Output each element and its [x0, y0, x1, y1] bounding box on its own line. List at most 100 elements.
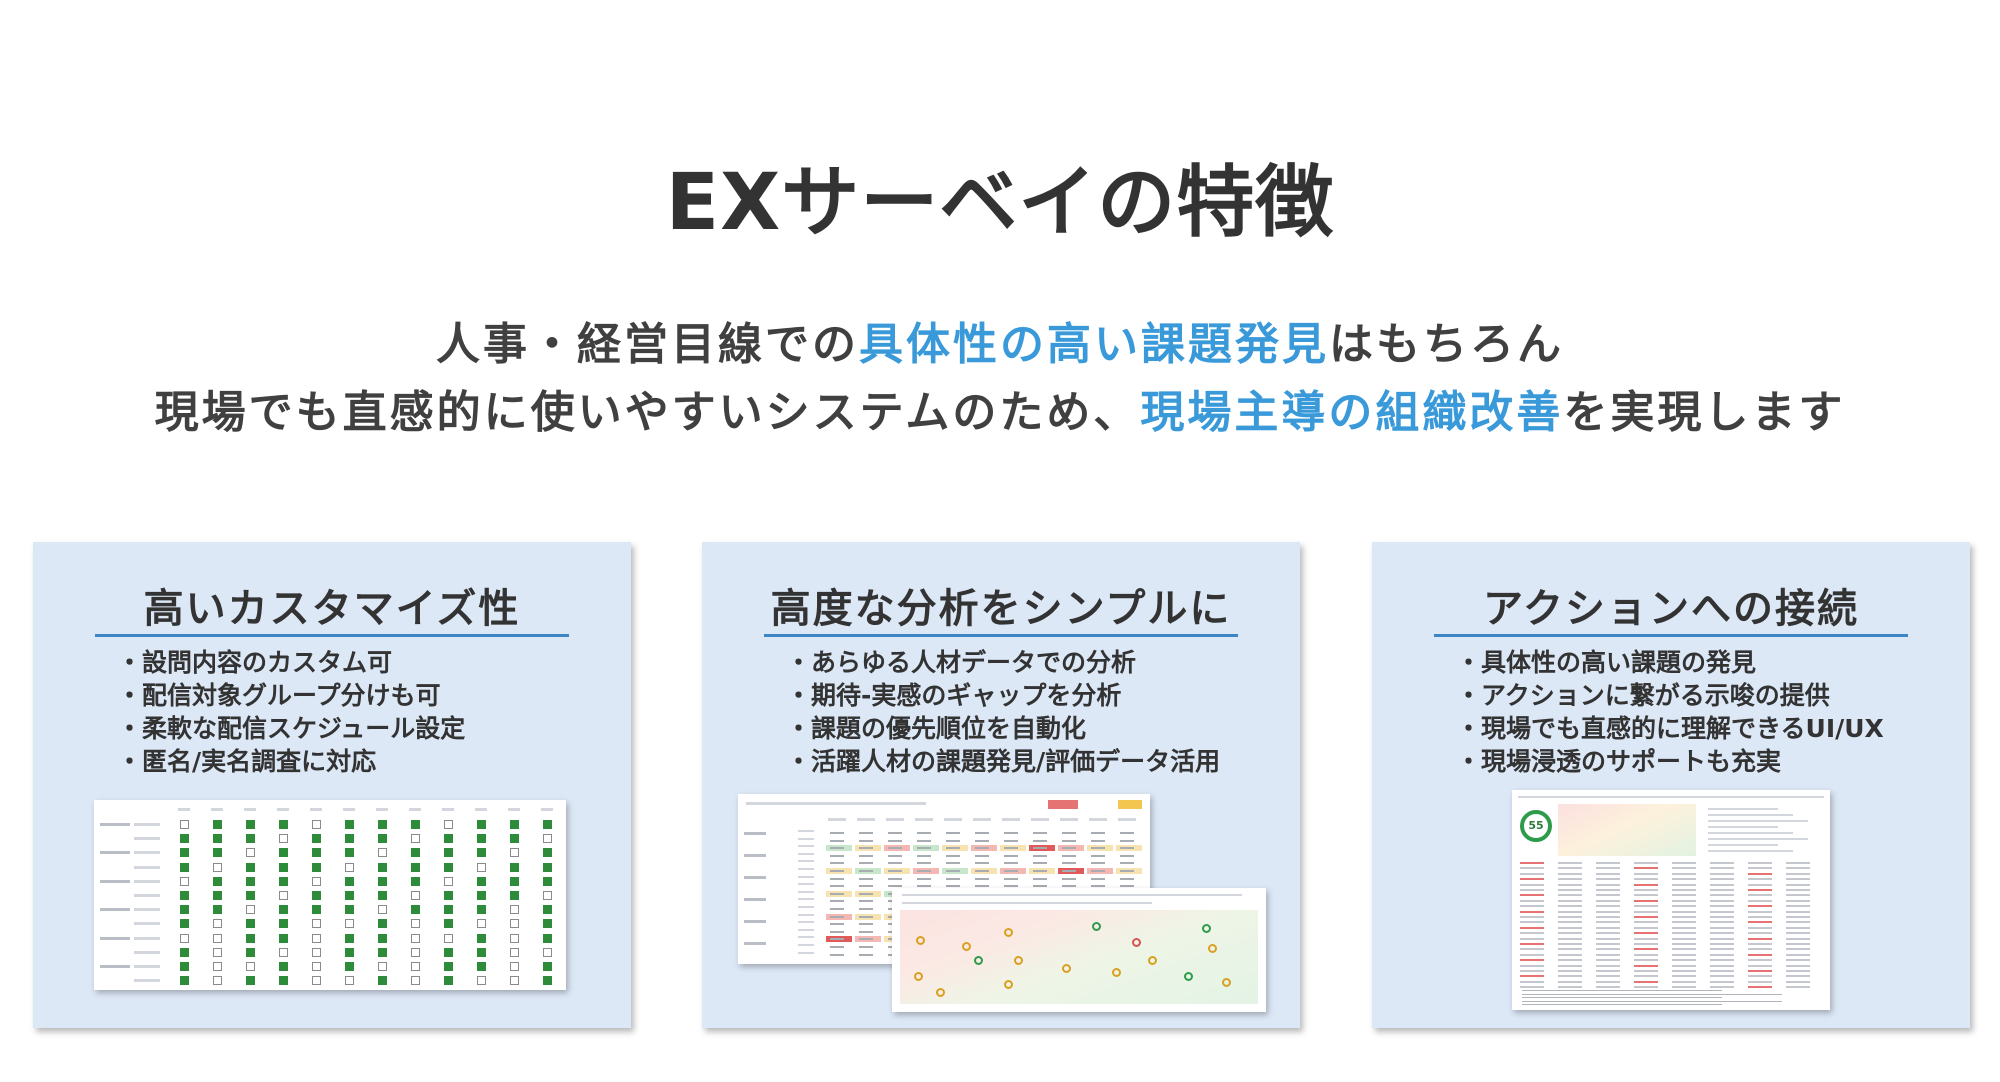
thumbnail-checkbox — [180, 876, 189, 886]
thumbnail-checkbox — [246, 834, 255, 844]
thumbnail-checkbox — [378, 905, 387, 915]
thumbnail-table-text — [1558, 926, 1582, 929]
thumbnail-table-text — [1710, 932, 1734, 935]
thumbnail-table-text — [1520, 980, 1544, 983]
thumbnail-checkbox — [543, 848, 552, 858]
thumbnail-cell-value — [888, 854, 902, 857]
thumbnail-table-text — [1710, 980, 1734, 983]
thumbnail-column-header — [1118, 818, 1136, 821]
thumbnail-cell-value — [1004, 839, 1018, 842]
thumbnail-cell-value — [859, 847, 873, 850]
priority-matrix-screenshot-thumbnail — [892, 888, 1266, 1012]
thumbnail-cell-value — [830, 953, 844, 956]
thumbnail-column-header — [1089, 818, 1107, 821]
thumbnail-column-header — [915, 818, 933, 821]
thumbnail-cell-value — [946, 832, 960, 834]
thumbnail-cell-value — [1033, 847, 1047, 850]
thumbnail-checkbox — [411, 976, 420, 986]
thumbnail-table-text — [1520, 894, 1544, 897]
thumbnail-checkbox — [477, 820, 486, 829]
thumbnail-checkbox — [444, 976, 453, 986]
thumbnail-cell-value — [888, 847, 902, 850]
thumbnail-cell-value — [1062, 832, 1076, 834]
feature-item: 期待-実感のギャップを分析 — [786, 679, 1220, 712]
thumbnail-table-text — [1596, 964, 1620, 967]
thumbnail-row-label — [798, 898, 814, 901]
thumbnail-checkbox — [411, 962, 420, 971]
thumbnail-table-text — [1786, 943, 1810, 945]
thumbnail-cell-value — [859, 938, 873, 941]
thumbnail-footnote — [1522, 1000, 1782, 1002]
thumbnail-cell-value — [1120, 839, 1134, 842]
thumbnail-table-text — [1748, 916, 1772, 918]
thumbnail-cell-value — [1120, 832, 1134, 834]
thumbnail-checkbox — [279, 976, 288, 986]
thumbnail-row-label — [100, 851, 130, 855]
thumbnail-table-text — [1748, 921, 1772, 924]
thumbnail-table-text — [1786, 932, 1810, 935]
thumbnail-table-text — [1786, 916, 1810, 918]
thumbnail-cell-value — [859, 930, 873, 933]
thumbnail-column-header — [409, 808, 421, 811]
thumbnail-checkbox — [312, 919, 321, 929]
thumbnail-table-text — [1520, 878, 1544, 881]
thumbnail-checkbox — [444, 820, 453, 829]
thumbnail-column-header — [343, 808, 355, 811]
report-dashboard-screenshot-thumbnail: 55 — [1512, 790, 1830, 1010]
thumbnail-cell-value — [1120, 870, 1134, 872]
thumbnail-checkbox — [246, 905, 255, 915]
thumbnail-row-label — [798, 906, 814, 908]
thumbnail-side-text — [1708, 814, 1793, 816]
thumbnail-checkbox — [510, 862, 519, 872]
thumbnail-cell-value — [888, 885, 902, 888]
thumbnail-checkbox — [213, 905, 222, 915]
thumbnail-cell-value — [946, 854, 960, 857]
thumbnail-table-text — [1748, 867, 1772, 870]
thumbnail-checkbox — [543, 905, 552, 915]
thumbnail-checkbox — [180, 962, 189, 971]
thumbnail-table-text — [1596, 980, 1620, 983]
thumbnail-table-text — [1634, 910, 1658, 913]
thumbnail-table-text — [1786, 953, 1810, 956]
thumbnail-cell-value — [1062, 854, 1076, 857]
lead-line-2-tail: を実現します — [1563, 387, 1846, 438]
thumbnail-cell-value — [917, 832, 931, 834]
thumbnail-cell-value — [1004, 847, 1018, 850]
thumbnail-table-text — [1710, 943, 1734, 945]
thumbnail-table-text — [1710, 894, 1734, 897]
thumbnail-row-sublabel — [134, 979, 160, 983]
thumbnail-table-text — [1672, 932, 1696, 935]
thumbnail-table-text — [1634, 872, 1658, 875]
thumbnail-filter-chip — [1048, 800, 1078, 809]
thumbnail-table-text — [1596, 867, 1620, 870]
thumbnail-table-text — [1520, 986, 1544, 989]
thumbnail-scatter-panel — [1558, 804, 1696, 856]
thumbnail-cell-value — [1062, 877, 1076, 880]
thumbnail-column-header — [376, 808, 388, 811]
thumbnail-cell-value — [1004, 870, 1018, 872]
thumbnail-table-text — [1672, 943, 1696, 945]
thumbnail-table-text — [1786, 883, 1810, 886]
thumbnail-table-text — [1558, 921, 1582, 924]
thumbnail-cell-value — [1004, 885, 1018, 888]
thumbnail-group-label — [744, 942, 766, 945]
thumbnail-row-label — [798, 875, 814, 878]
feature-item: 柔軟な配信スケジュール設定 — [117, 712, 465, 745]
thumbnail-checkbox — [279, 848, 288, 858]
thumbnail-table-text — [1596, 937, 1620, 940]
thumbnail-plot-marker — [1112, 968, 1121, 977]
thumbnail-cell-value — [975, 847, 989, 850]
thumbnail-table-text — [1520, 953, 1544, 956]
thumbnail-row-sublabel — [134, 894, 160, 897]
thumbnail-table-text — [1634, 889, 1658, 891]
thumbnail-plot-marker — [1184, 972, 1193, 981]
thumbnail-checkbox — [213, 834, 222, 844]
thumbnail-cell-value — [1033, 832, 1047, 834]
thumbnail-header-bar — [1518, 796, 1824, 798]
thumbnail-checkbox — [510, 834, 519, 844]
thumbnail-checkbox — [279, 876, 288, 886]
thumbnail-row-sublabel — [134, 922, 160, 926]
thumbnail-cell-value — [1033, 839, 1047, 842]
thumbnail-cell-value — [888, 839, 902, 842]
thumbnail-checkbox — [378, 962, 387, 971]
